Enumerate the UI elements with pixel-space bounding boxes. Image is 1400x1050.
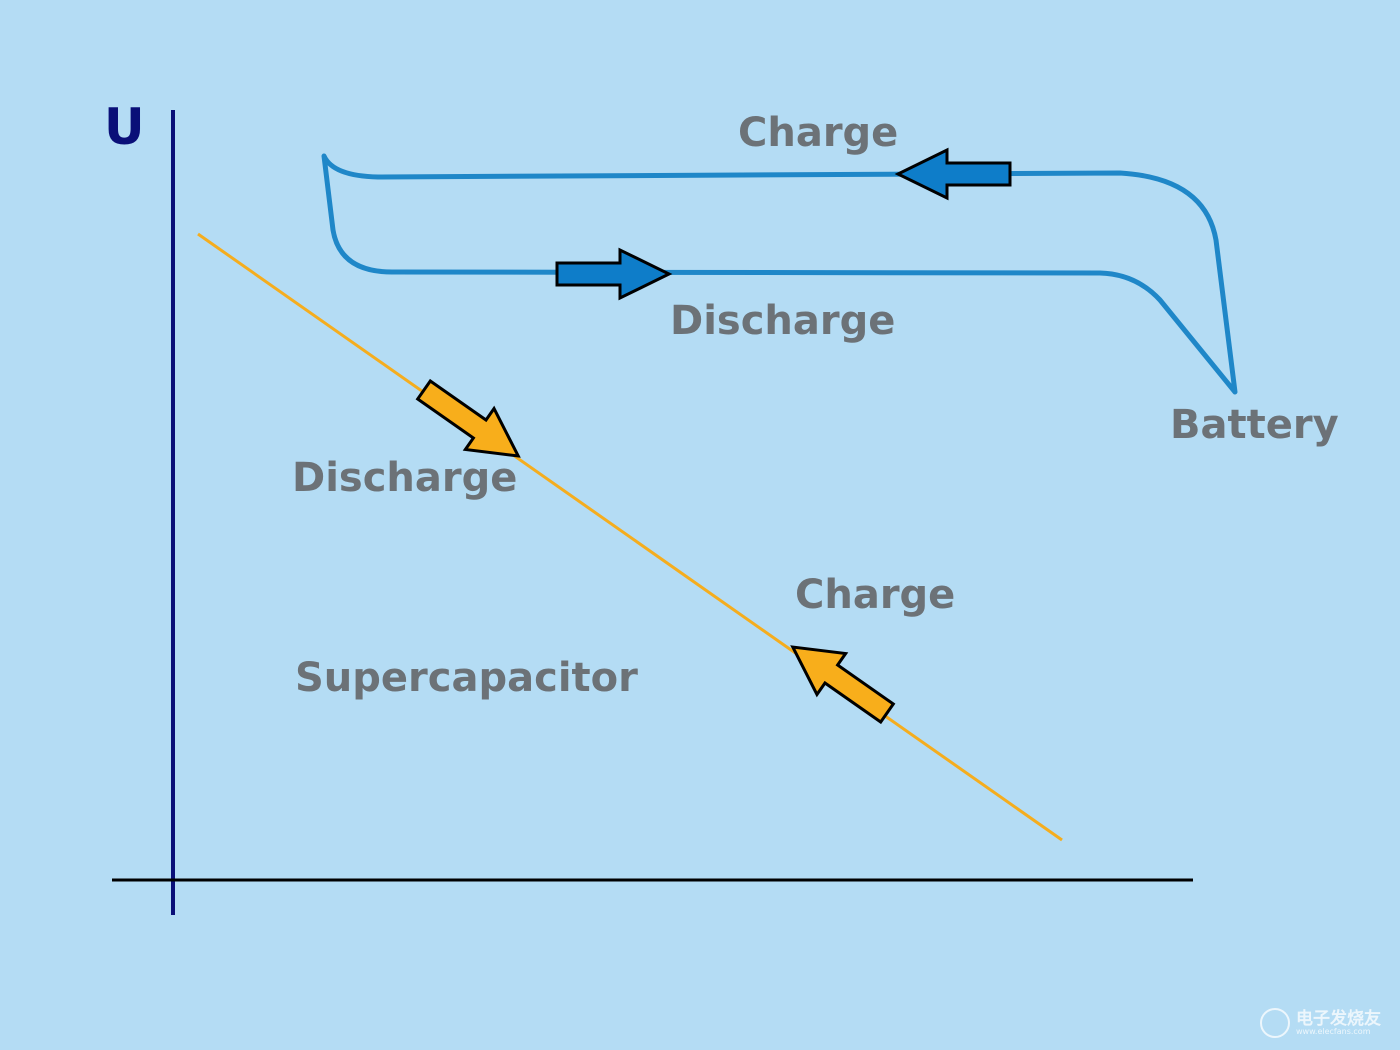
watermark-name: 电子发烧友 bbox=[1296, 1008, 1381, 1029]
watermark-url: www.elecfans.com bbox=[1296, 1026, 1371, 1036]
watermark: 电子发烧友 www.elecfans.com bbox=[1260, 1008, 1381, 1038]
y-axis-label: U bbox=[104, 98, 145, 156]
supercapacitor-name-label: Supercapacitor bbox=[295, 655, 638, 701]
supercapacitor-discharge-arrow-icon bbox=[415, 378, 521, 458]
battery-charge-arrow-icon bbox=[894, 147, 1012, 201]
battery-discharge-arrow-icon bbox=[555, 247, 673, 301]
supercapacitor-discharge-label: Discharge bbox=[292, 455, 518, 501]
supercapacitor-charge-arrow-icon bbox=[790, 645, 896, 725]
watermark-logo-icon bbox=[1260, 1008, 1290, 1038]
battery-charge-label: Charge bbox=[738, 110, 899, 156]
supercapacitor-line bbox=[197, 232, 1063, 842]
supercapacitor-charge-label: Charge bbox=[795, 572, 956, 618]
battery-name-label: Battery bbox=[1170, 402, 1339, 448]
battery-discharge-label: Discharge bbox=[670, 298, 896, 344]
battery-curve bbox=[321, 153, 1238, 395]
